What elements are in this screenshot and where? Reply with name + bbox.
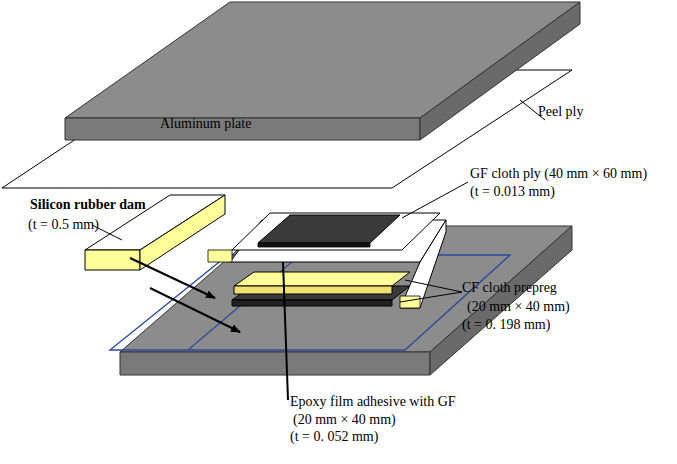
callout-label: (t = 0. 052 mm) [290, 429, 378, 445]
callout-label: GF cloth ply (40 mm × 60 mm) [470, 166, 647, 182]
callout-label: (t = 0.013 mm) [470, 184, 555, 200]
aluminum-plate: Aluminum plate [65, 2, 580, 142]
callout-label: Peel ply [538, 104, 584, 120]
callout-label: (20 mm × 40 mm) [467, 299, 570, 315]
cf-prepreg [232, 286, 410, 306]
gf-cloth-ply [232, 213, 440, 250]
epoxy-film [234, 272, 410, 294]
plate-shape [65, 2, 580, 142]
move-arrows [130, 258, 240, 332]
callout-label: Epoxy film adhesive with GF [290, 394, 456, 410]
part-name: Aluminum plate [160, 116, 251, 132]
placement-lines [110, 255, 510, 350]
callout-label: CF cloth prepreg [462, 280, 557, 296]
callout-label: (20 mm × 40 mm) [293, 412, 396, 428]
callout-label: (t = 0. 198 mm) [462, 317, 550, 333]
leader-line [283, 262, 288, 400]
callout-label: (t = 0.5 mm) [28, 217, 99, 233]
callout-label: Silicon rubber dam [30, 197, 146, 213]
